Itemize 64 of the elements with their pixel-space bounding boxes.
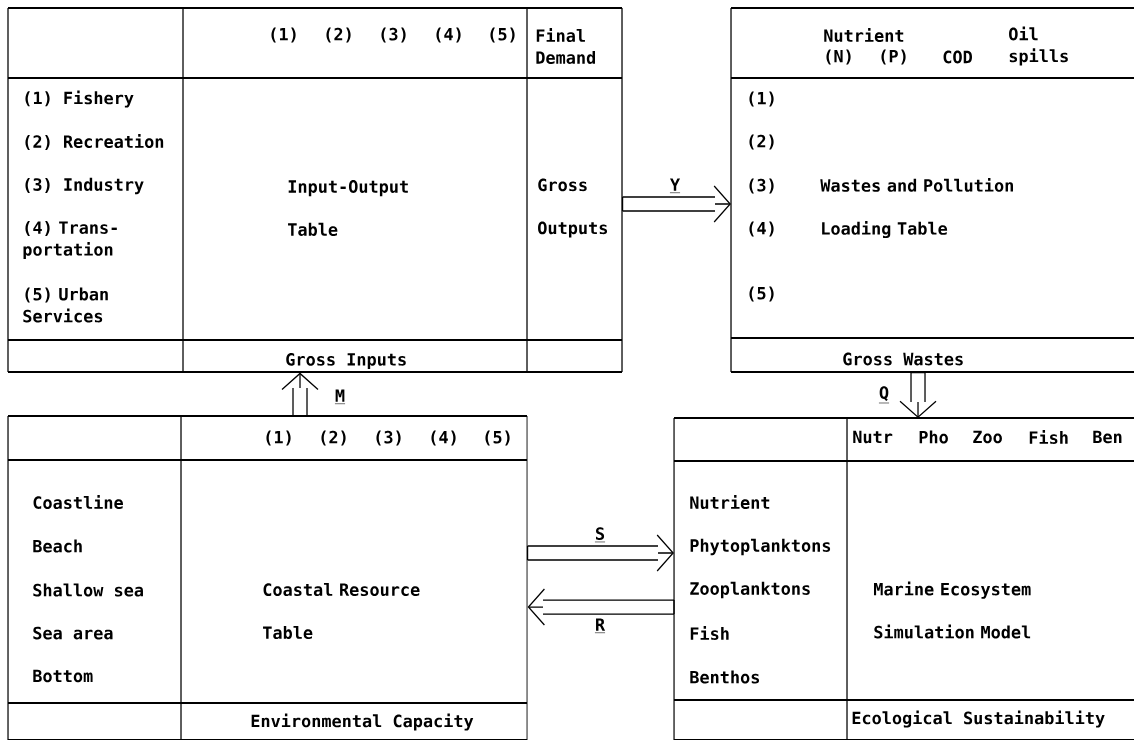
row-label: Fish (690, 626, 729, 640)
total-label: Ecological Sustainability (852, 710, 1105, 728)
row-label: Bottom (33, 669, 93, 683)
row-label: Phytoplanktons (690, 538, 831, 556)
column-header: Nutr (853, 430, 893, 444)
column-header: (P) (881, 49, 906, 65)
column-header: Ben (1093, 430, 1122, 444)
total-label: Gross Outputs (538, 178, 607, 238)
column-header: (4) (431, 430, 456, 446)
column-header: Nutrient (824, 28, 904, 42)
waste-loading-table (730, 7, 1134, 373)
row-label: (4) (749, 221, 774, 237)
block-arrow (281, 372, 319, 417)
block-arrow (899, 371, 937, 418)
block-arrow (621, 185, 731, 223)
block-arrow (526, 534, 674, 572)
row-label: Beach (33, 539, 82, 553)
column-header: Oil spills (1009, 26, 1068, 66)
table-title: Coastal Resource Table (263, 583, 420, 640)
row-label: (4) Trans- portation (23, 220, 117, 260)
table-title: Input-Output Table (288, 180, 408, 236)
column-header: (2) (326, 27, 351, 43)
column-header: (5) (490, 27, 515, 43)
row-label: Zooplanktons (690, 581, 810, 599)
row-label: (2) Recreation (25, 134, 164, 150)
column-header: Pho (919, 430, 948, 444)
row-label: (1) Fishery (25, 90, 134, 108)
ecosystem-model-table (673, 417, 1134, 740)
column-header: (5) (485, 430, 510, 446)
column-header: Fish (1029, 430, 1068, 444)
column-header: (4) (436, 27, 461, 43)
table-title: Wastes and Pollution Loading Table (820, 177, 1013, 239)
input-output-table (7, 7, 623, 373)
row-label: (5) Urban Services (23, 287, 108, 323)
table-title: Marine Ecosystem Simulation Model (874, 581, 1031, 639)
edge-label: Q (878, 386, 890, 404)
column-header: (3) (376, 430, 401, 446)
row-label: Shallow sea (33, 583, 143, 597)
column-header: (1) (266, 430, 291, 446)
edge-label: R (594, 618, 606, 633)
row-label: Nutrient (690, 495, 770, 509)
block-arrow (527, 588, 675, 626)
column-header: Zoo (973, 430, 1002, 444)
column-header: (N) (826, 49, 851, 65)
column-header: Final Demand (536, 28, 595, 64)
row-label: Sea area (33, 626, 113, 640)
row-label: (3) Industry (25, 177, 144, 195)
row-label: (3) (749, 178, 774, 194)
column-header: (1) (271, 27, 296, 43)
coastal-resource-table (7, 415, 528, 740)
row-label: Coastline (33, 495, 123, 509)
row-label: Benthos (690, 670, 759, 684)
total-label: Environmental Capacity (251, 713, 474, 731)
total-label: Gross Inputs (286, 353, 406, 369)
column-header: (2) (321, 430, 346, 446)
total-label: Gross Wastes (843, 352, 963, 366)
column-header: (3) (381, 27, 406, 43)
row-label: (5) (749, 286, 774, 302)
column-header: COD (943, 50, 972, 64)
row-label: (2) (749, 134, 774, 150)
row-label: (1) (749, 91, 774, 107)
edge-label: Y (669, 178, 681, 193)
edge-label: M (334, 389, 346, 404)
edge-label: S (594, 527, 606, 543)
